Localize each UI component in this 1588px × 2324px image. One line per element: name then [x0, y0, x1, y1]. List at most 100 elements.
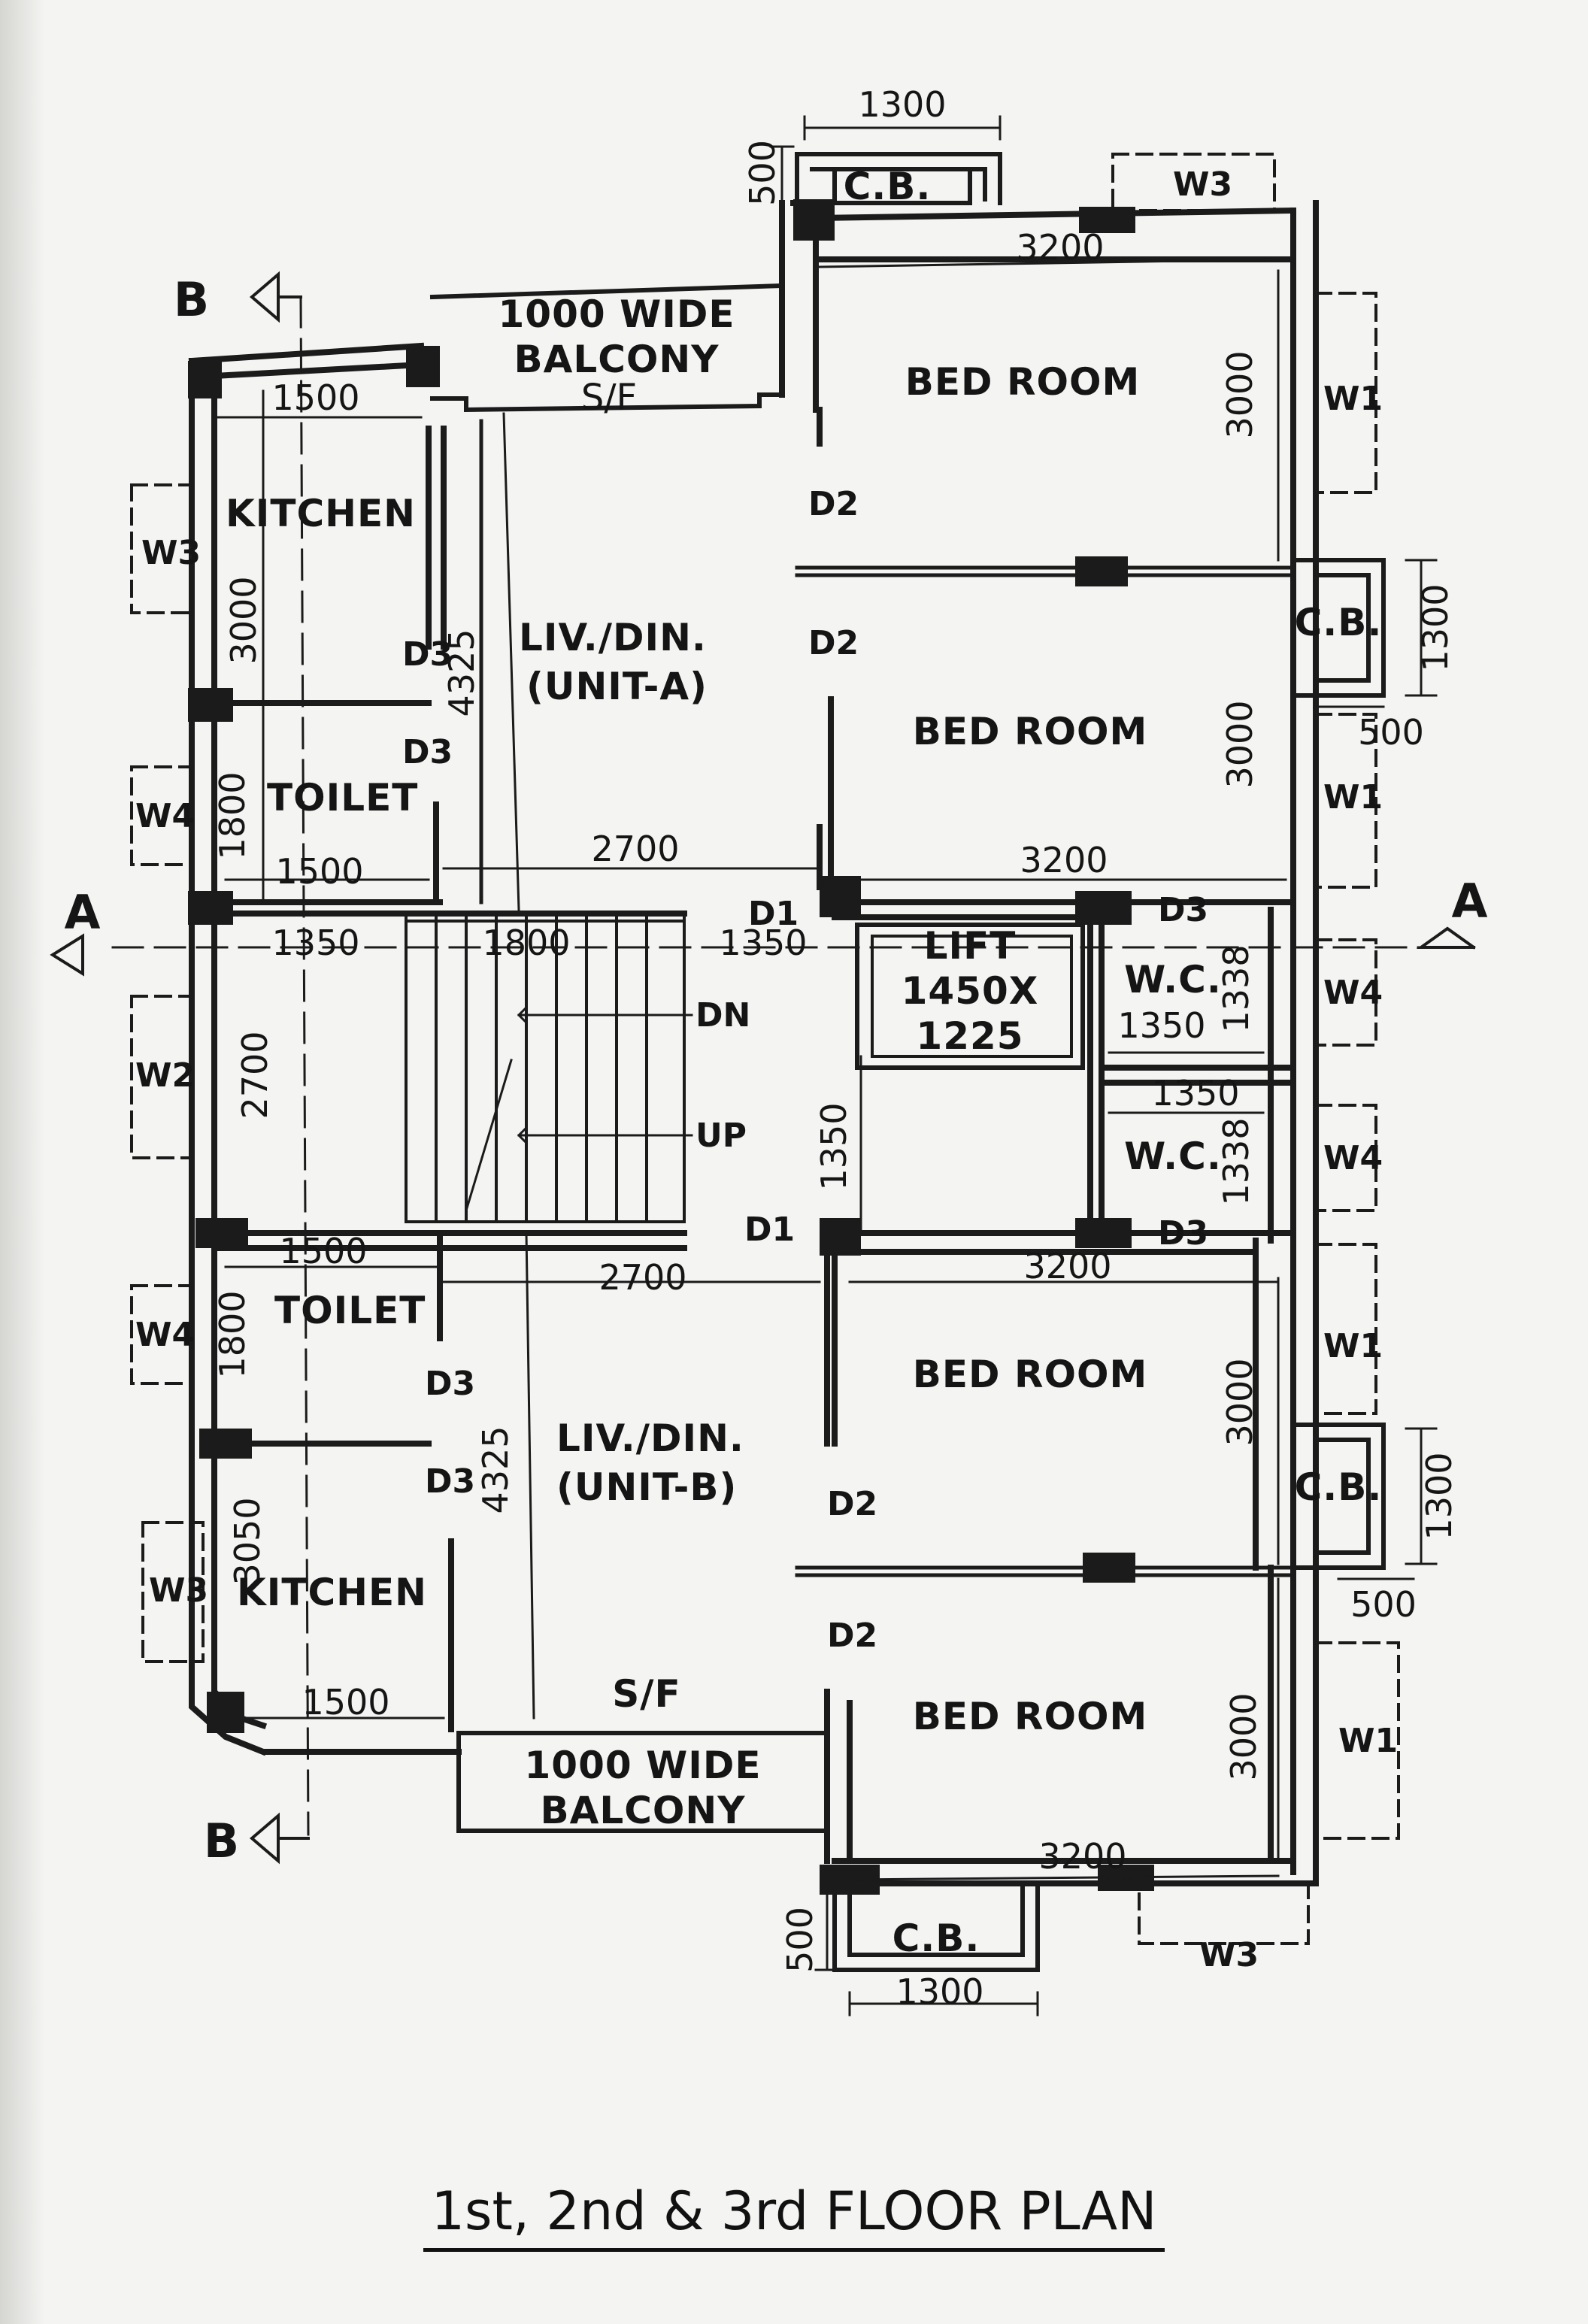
- stair-up-label: UP: [696, 1117, 747, 1155]
- door-tag-d3-1: D3: [402, 635, 453, 674]
- window-tag-w1-1: W1: [1323, 380, 1383, 418]
- dim-1300-right-2: 1300: [1419, 1452, 1459, 1540]
- dim-1500-4: 1500: [302, 1682, 389, 1723]
- cb-top: [795, 152, 1002, 205]
- lift-label-3: 1225: [916, 1014, 1023, 1058]
- dim-3000-1: 3000: [1220, 350, 1260, 438]
- window-tag-w4-right-a: W4: [1323, 974, 1383, 1012]
- toilet-b-label: TOILET: [274, 1289, 426, 1332]
- dim-3000-4: 3000: [1223, 1692, 1264, 1780]
- window-frames: [130, 153, 1400, 1945]
- dim-2700-vertical: 2700: [235, 1031, 275, 1119]
- dim-1338-1: 1338: [1216, 944, 1256, 1032]
- bedroom-4-label: BED ROOM: [913, 1695, 1147, 1738]
- window-tag-w3-left-b: W3: [149, 1571, 208, 1610]
- dim-1350-3: 1350: [1117, 1005, 1205, 1046]
- dimension-lines: [217, 115, 1438, 2016]
- unit-b-label: (UNIT-B): [556, 1465, 737, 1509]
- wc-2-label: W.C.: [1124, 1135, 1222, 1178]
- door-tag-d3-2: D3: [402, 733, 453, 771]
- toilet-a-label: TOILET: [267, 776, 418, 820]
- dim-3200-4: 3200: [1038, 1836, 1126, 1877]
- staircase: [405, 912, 693, 1223]
- internal-walls: [211, 407, 1296, 1860]
- wc-1-label: W.C.: [1124, 958, 1222, 1001]
- dim-4325-b: 4325: [475, 1426, 516, 1513]
- plan-title: 1st, 2nd & 3rd FLOOR PLAN: [0, 2180, 1588, 2252]
- cb-right-1-label: C.B.: [1295, 601, 1383, 644]
- dim-2700-2: 2700: [599, 1257, 686, 1298]
- door-tag-d3-6: D3: [425, 1462, 475, 1501]
- door-tag-d3-3: D3: [1158, 891, 1208, 929]
- cb-top-label: C.B.: [844, 165, 932, 208]
- cb-bottom: [832, 1877, 1040, 1972]
- balcony-bottom-label-1: 1000 WIDE: [525, 1744, 762, 1787]
- dim-1500-2: 1500: [275, 851, 363, 892]
- plan-labels: 1000 WIDE BALCONY S/F BED ROOM BED ROOM …: [65, 84, 1489, 2012]
- door-tag-d2-4: D2: [827, 1616, 877, 1655]
- dim-3000-kitchen-a: 3000: [223, 576, 264, 664]
- cb-right-2: [1291, 1423, 1386, 1570]
- door-tag-d2-2: D2: [808, 624, 859, 662]
- door-tag-d1-1: D1: [748, 895, 799, 933]
- dim-1300-bottom: 1300: [896, 1971, 983, 2012]
- window-tag-w3-top: W3: [1173, 165, 1232, 204]
- dim-1350-1: 1350: [271, 923, 359, 963]
- dim-1300-top: 1300: [858, 84, 946, 125]
- kitchen-a-label: KITCHEN: [226, 492, 416, 535]
- window-tag-w4-left-a: W4: [135, 797, 195, 835]
- dim-3000-2: 3000: [1220, 700, 1260, 788]
- dim-500-bottom: 500: [780, 1907, 820, 1973]
- stair-dn-label: DN: [696, 996, 750, 1035]
- dim-1300-right-1: 1300: [1415, 583, 1456, 671]
- section-a-left: A: [65, 885, 102, 940]
- unit-a-label: (UNIT-A): [526, 665, 708, 708]
- sf-label-top: S/F: [581, 377, 637, 419]
- door-tag-d3-5: D3: [425, 1365, 475, 1403]
- balcony-top-label-2: BALCONY: [514, 338, 720, 381]
- dim-1800-toilet-b: 1800: [212, 1290, 253, 1378]
- cb-right-2-label: C.B.: [1295, 1465, 1383, 1509]
- section-b-bottom: B: [204, 1813, 240, 1868]
- dim-3200-2: 3200: [1020, 840, 1108, 880]
- section-a-right: A: [1452, 874, 1489, 929]
- dim-2700-1: 2700: [591, 829, 679, 869]
- door-tag-d2-1: D2: [808, 485, 859, 523]
- window-tag-w1-3: W1: [1323, 1327, 1383, 1365]
- window-tag-w2: W2: [135, 1056, 195, 1095]
- balcony-top-label-1: 1000 WIDE: [499, 292, 735, 336]
- dim-1350-vertical: 1350: [814, 1102, 854, 1190]
- dim-1500-1: 1500: [271, 377, 359, 418]
- dim-500-top: 500: [742, 140, 783, 206]
- lift-label-2: 1450X: [902, 969, 1039, 1013]
- lift-label-1: LIFT: [924, 924, 1017, 968]
- dim-3200-3: 3200: [1023, 1246, 1111, 1286]
- page-edge-shadow: [0, 0, 45, 2324]
- dim-4325-a: 4325: [441, 629, 482, 717]
- window-tag-w4-right-b: W4: [1323, 1139, 1383, 1177]
- door-tag-d2-3: D2: [827, 1485, 877, 1523]
- window-tag-w1-2: W1: [1323, 778, 1383, 817]
- window-tag-w4-left-b: W4: [135, 1316, 195, 1354]
- sf-label-bottom: S/F: [612, 1672, 680, 1716]
- floor-plan: 1000 WIDE BALCONY S/F BED ROOM BED ROOM …: [50, 84, 1489, 2016]
- dim-1350-4: 1350: [1151, 1073, 1239, 1114]
- dim-1500-3: 1500: [279, 1231, 367, 1271]
- section-b-top: B: [174, 272, 210, 327]
- dim-1350-2: 1350: [719, 923, 807, 963]
- living-a-label: LIV./DIN.: [519, 616, 707, 659]
- window-tag-w3-left-a: W3: [141, 534, 201, 572]
- dim-3050: 3050: [227, 1497, 268, 1585]
- cb-bottom-label: C.B.: [892, 1916, 980, 1960]
- kitchen-b-label: KITCHEN: [237, 1571, 427, 1614]
- cb-right-1: [1291, 558, 1386, 698]
- dim-1800-toilet-a: 1800: [212, 771, 253, 859]
- bedroom-2-label: BED ROOM: [913, 710, 1147, 753]
- dim-1338-2: 1338: [1216, 1117, 1256, 1205]
- door-tag-d3-4: D3: [1158, 1214, 1208, 1253]
- dim-1800: 1800: [482, 923, 570, 963]
- door-tag-d1-2: D1: [744, 1210, 795, 1249]
- section-arrows: [50, 271, 1476, 1865]
- dim-500-right-1: 500: [1358, 712, 1424, 753]
